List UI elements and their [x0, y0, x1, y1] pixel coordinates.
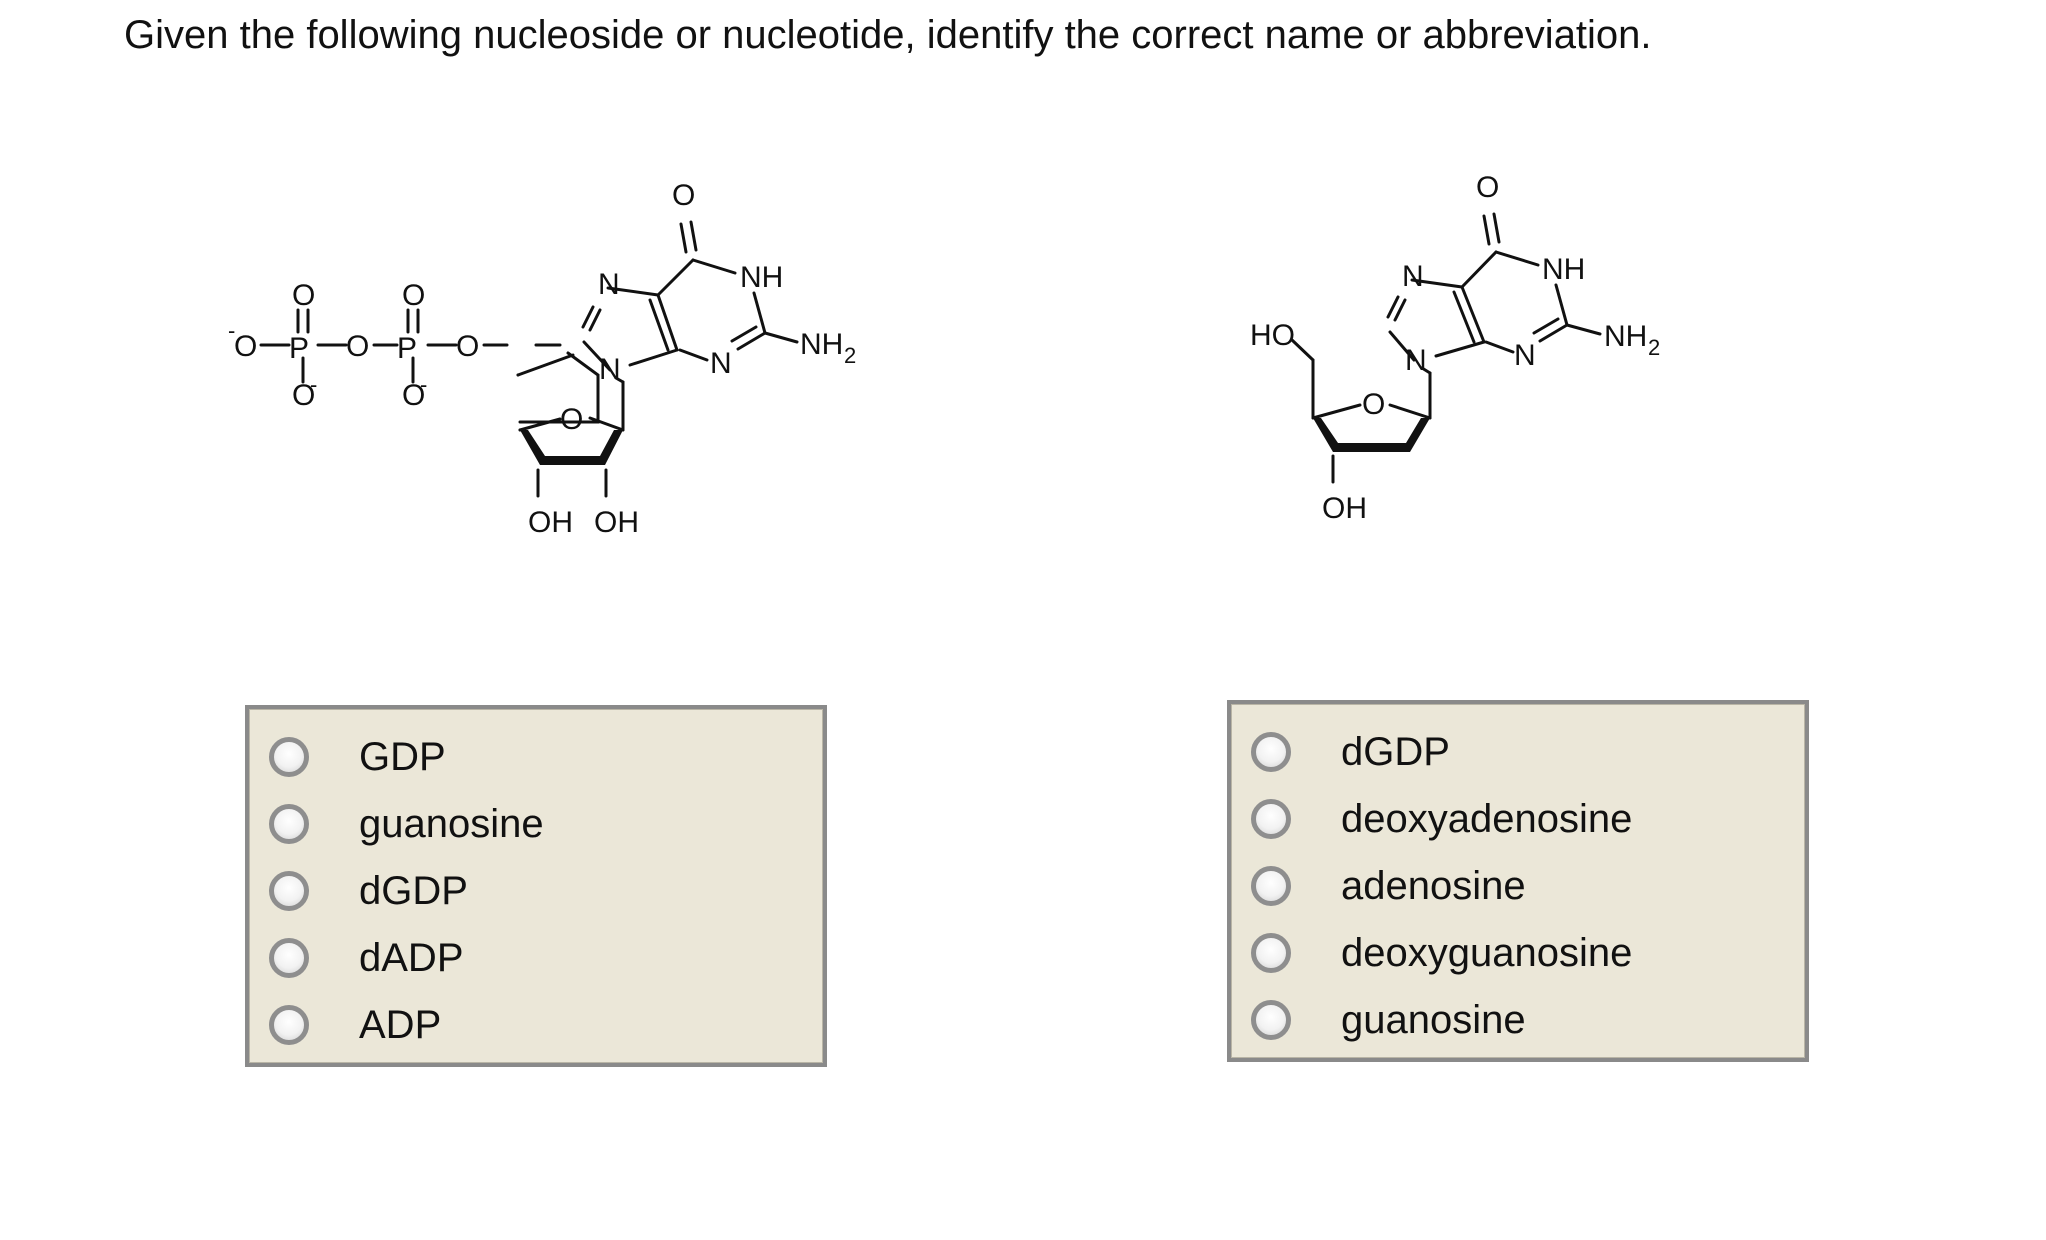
- option-label: dGDP: [1341, 730, 1450, 774]
- option-guanosine[interactable]: guanosine: [269, 794, 803, 854]
- radio-button[interactable]: [269, 1005, 309, 1045]
- question-text: Given the following nucleoside or nucleo…: [124, 13, 1652, 57]
- option-label: adenosine: [1341, 864, 1526, 908]
- answer-panel-left: GDP guanosine dGDP dADP ADP: [245, 705, 827, 1067]
- radio-button[interactable]: [1251, 866, 1291, 906]
- option-label: dGDP: [359, 869, 468, 913]
- radio-button[interactable]: [269, 871, 309, 911]
- hydroxyl-3prime: OH: [1322, 492, 1367, 525]
- radio-button[interactable]: [1251, 732, 1291, 772]
- molecule-structure-left: - O P O P O O O O - O - O OH OH N N O NH…: [228, 179, 856, 539]
- option-dgdp[interactable]: dGDP: [269, 861, 803, 921]
- atom-o-link-1: O: [346, 330, 369, 363]
- option-dgdp[interactable]: dGDP: [1251, 722, 1785, 782]
- atom-n3: N: [1514, 339, 1536, 372]
- amino-subscript: 2: [844, 343, 856, 368]
- option-adp[interactable]: ADP: [269, 995, 803, 1055]
- atom-nh: NH: [1542, 253, 1585, 286]
- atom-n7: N: [1402, 260, 1424, 293]
- atom-nh: NH: [740, 261, 783, 294]
- ring-oxygen: O: [1362, 388, 1385, 421]
- atom-o-top-1: O: [292, 279, 315, 312]
- molecule-structure-right: HO O OH N N O NH N NH 2: [1250, 171, 1660, 525]
- charge-minus-2: -: [310, 372, 317, 397]
- option-deoxyguanosine[interactable]: deoxyguanosine: [1251, 923, 1785, 983]
- charge-minus-3: -: [420, 372, 427, 397]
- hydroxyl-5prime: HO: [1250, 319, 1295, 352]
- option-label: dADP: [359, 936, 464, 980]
- radio-button[interactable]: [269, 737, 309, 777]
- atom-n9: N: [599, 353, 621, 386]
- atom-o-bottom-1: O: [292, 379, 315, 412]
- option-guanosine[interactable]: guanosine: [1251, 990, 1785, 1050]
- atom-o-minus: O: [234, 330, 257, 363]
- option-label: deoxyguanosine: [1341, 931, 1633, 975]
- atom-o-top-2: O: [402, 279, 425, 312]
- atom-c6-oxygen: O: [1476, 171, 1499, 204]
- option-gdp[interactable]: GDP: [269, 727, 803, 787]
- option-label: GDP: [359, 735, 446, 779]
- option-dadp[interactable]: dADP: [269, 928, 803, 988]
- atom-n7: N: [598, 268, 620, 301]
- option-adenosine[interactable]: adenosine: [1251, 856, 1785, 916]
- radio-button[interactable]: [1251, 1000, 1291, 1040]
- atom-p-2: P: [397, 332, 417, 365]
- atom-n9: N: [1405, 344, 1427, 377]
- radio-button[interactable]: [1251, 799, 1291, 839]
- radio-button[interactable]: [269, 938, 309, 978]
- option-label: ADP: [359, 1003, 442, 1047]
- charge-minus-1: -: [228, 318, 235, 343]
- option-label: guanosine: [1341, 998, 1526, 1042]
- option-label: guanosine: [359, 802, 544, 846]
- atom-o-link-2: O: [456, 330, 479, 363]
- atom-p-1: P: [289, 332, 309, 365]
- amino-subscript: 2: [1648, 335, 1660, 360]
- amino-group: NH: [800, 328, 843, 361]
- radio-button[interactable]: [1251, 933, 1291, 973]
- atom-c6-oxygen: O: [672, 179, 695, 212]
- atom-o-bottom-2: O: [402, 379, 425, 412]
- hydroxyl-1: OH: [528, 506, 573, 539]
- hydroxyl-2: OH: [594, 506, 639, 539]
- atom-n3: N: [710, 347, 732, 380]
- option-deoxyadenosine[interactable]: deoxyadenosine: [1251, 789, 1785, 849]
- answer-panel-right: dGDP deoxyadenosine adenosine deoxyguano…: [1227, 700, 1809, 1062]
- amino-group: NH: [1604, 320, 1647, 353]
- option-label: deoxyadenosine: [1341, 797, 1633, 841]
- ring-oxygen: O: [560, 403, 583, 436]
- radio-button[interactable]: [269, 804, 309, 844]
